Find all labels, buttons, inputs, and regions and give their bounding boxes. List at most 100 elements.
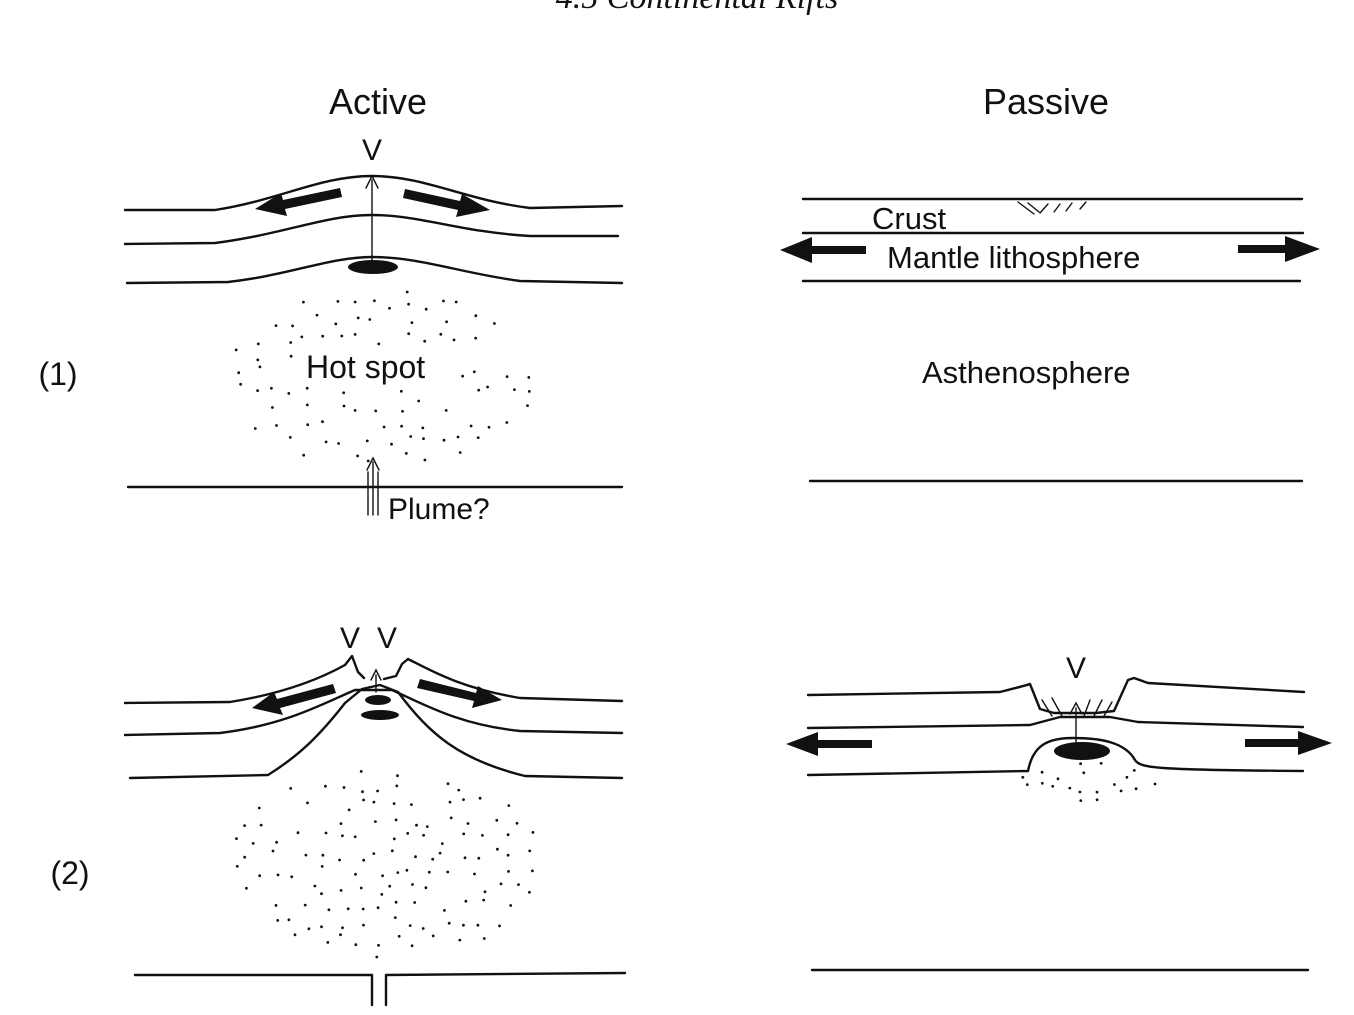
passive2-surface-line bbox=[806, 676, 1306, 715]
active-stage-2: V V bbox=[123, 622, 627, 1007]
stipple-dot bbox=[1068, 786, 1072, 790]
stipple-dot bbox=[452, 338, 456, 342]
stipple-dot bbox=[457, 788, 461, 792]
stipple-dot bbox=[324, 784, 327, 788]
stipple-dot bbox=[482, 898, 486, 902]
passive-stage-1: Crust Mantle lithosphere Asthenosphere bbox=[780, 197, 1320, 483]
volcano-label-left: V bbox=[340, 622, 360, 655]
passive-stage-2: V bbox=[786, 652, 1332, 972]
passive-volcano-label: V bbox=[1066, 652, 1086, 685]
stipple-dot bbox=[321, 334, 325, 338]
stipple-dot bbox=[276, 919, 280, 922]
stipple-dot bbox=[394, 818, 398, 822]
stipple-dot bbox=[463, 856, 467, 860]
stipple-dot bbox=[397, 934, 401, 938]
stipple-dot bbox=[342, 786, 346, 789]
stipple-dot bbox=[276, 873, 280, 877]
stipple-dot bbox=[395, 784, 399, 788]
active2-lower-boundary-line bbox=[133, 971, 627, 1007]
active2-hot-spot-stipple bbox=[235, 770, 535, 959]
stipple-dot bbox=[305, 386, 309, 390]
stipple-dot bbox=[359, 886, 363, 890]
stipple-dot bbox=[347, 808, 351, 812]
stipple-dot bbox=[444, 409, 448, 412]
stipple-dot bbox=[407, 302, 410, 306]
stipple-dot bbox=[365, 439, 369, 443]
stipple-dot bbox=[422, 833, 425, 837]
stipple-dot bbox=[307, 927, 311, 931]
stipple-dot bbox=[1025, 783, 1029, 786]
stipple-dot bbox=[410, 321, 414, 324]
stipple-dot bbox=[324, 440, 328, 444]
stipple-dot bbox=[478, 796, 482, 800]
stipple-dot bbox=[245, 886, 248, 890]
stipple-dot bbox=[275, 424, 278, 427]
stipple-dot bbox=[472, 370, 476, 374]
stipple-dot bbox=[1113, 783, 1116, 786]
stipple-dot bbox=[405, 290, 409, 294]
stipple-dot bbox=[528, 849, 532, 853]
stipple-dot bbox=[258, 365, 262, 369]
stipple-dot bbox=[256, 358, 260, 362]
stipple-dot bbox=[424, 886, 428, 890]
stipple-dot bbox=[486, 385, 489, 389]
stipple-dot bbox=[526, 404, 529, 407]
right-arrow-icon bbox=[1238, 236, 1320, 262]
stipple-dot bbox=[493, 322, 496, 325]
stipple-dot bbox=[390, 442, 393, 446]
stipple-dot bbox=[291, 324, 294, 328]
stipple-dot bbox=[1153, 782, 1157, 786]
stipple-dot bbox=[1079, 762, 1082, 766]
stipple-dot bbox=[438, 851, 442, 855]
right-arrow-icon bbox=[417, 679, 502, 708]
volcano-label-right: V bbox=[377, 622, 397, 655]
stipple-dot bbox=[324, 831, 328, 835]
passive2-melt-stipple bbox=[1021, 761, 1157, 802]
stipple-dot bbox=[337, 442, 340, 445]
stipple-dot bbox=[477, 388, 481, 392]
stipple-dot bbox=[513, 388, 516, 391]
stipple-dot bbox=[410, 944, 414, 948]
stipple-dot bbox=[320, 925, 323, 929]
stipple-dot bbox=[462, 923, 465, 927]
stipple-dot bbox=[381, 874, 384, 878]
stipple-dot bbox=[427, 870, 431, 874]
stipple-dot bbox=[400, 424, 403, 428]
stipple-dot bbox=[1099, 761, 1103, 765]
stipple-dot bbox=[376, 906, 380, 910]
stipple-dot bbox=[362, 858, 366, 862]
stipple-dot bbox=[353, 835, 357, 839]
stipple-dot bbox=[342, 404, 346, 408]
stipple-dot bbox=[423, 339, 427, 343]
stipple-dot bbox=[356, 454, 359, 458]
stipple-dot bbox=[443, 909, 446, 912]
stipple-dot bbox=[341, 926, 344, 930]
stipple-dot bbox=[341, 834, 344, 838]
active2-uplift-arrowhead bbox=[370, 668, 382, 681]
stipple-dot bbox=[392, 837, 396, 841]
stipple-dot bbox=[421, 426, 425, 430]
active1-melt-lens bbox=[348, 260, 398, 274]
stipple-dot bbox=[396, 774, 399, 778]
stipple-dot bbox=[1040, 781, 1044, 785]
stipple-dot bbox=[388, 884, 392, 888]
column-title-passive: Passive bbox=[983, 81, 1109, 122]
stipple-dot bbox=[458, 451, 462, 454]
column-title-active: Active bbox=[329, 81, 427, 122]
stipple-dot bbox=[253, 427, 257, 430]
stipple-dot bbox=[320, 865, 324, 868]
stipple-dot bbox=[353, 300, 357, 304]
stipple-dot bbox=[1079, 799, 1083, 802]
passive2-melt-lens bbox=[1054, 742, 1110, 760]
stipple-dot bbox=[1056, 777, 1060, 781]
left-arrow-icon bbox=[786, 732, 872, 756]
stipple-dot bbox=[506, 833, 510, 837]
stipple-dot bbox=[410, 803, 413, 806]
stipple-dot bbox=[509, 904, 513, 907]
stipple-dot bbox=[256, 342, 260, 346]
stipple-dot bbox=[361, 790, 364, 794]
stipple-dot bbox=[376, 789, 379, 793]
row-label-2: (2) bbox=[50, 855, 89, 891]
